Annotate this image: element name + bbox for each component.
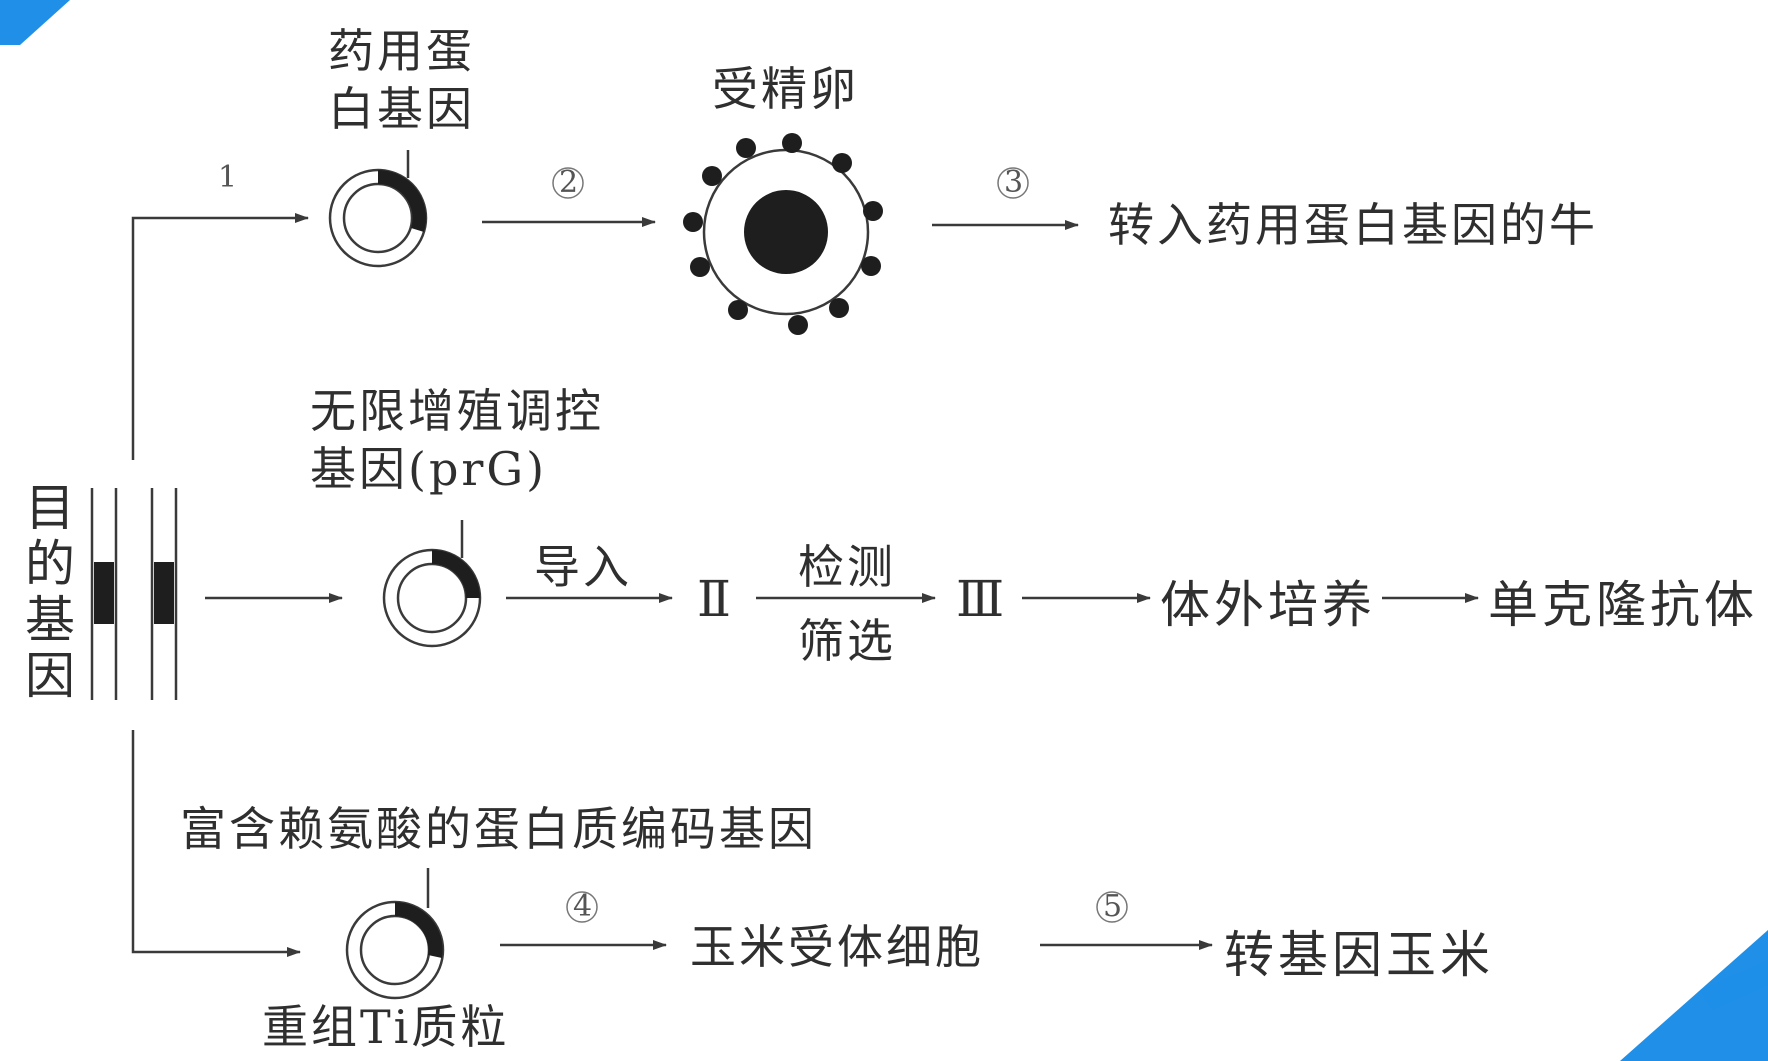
plasmid-recombinant-ti bbox=[345, 868, 445, 1000]
label-recombinant-ti-plasmid: 重组Ti质粒 bbox=[262, 1000, 510, 1054]
step-3-circle bbox=[997, 167, 1029, 199]
step-2-label: 2 bbox=[559, 165, 579, 200]
watermark-mark-top-left bbox=[0, 0, 70, 45]
step-3-label: 3 bbox=[1004, 165, 1024, 200]
target-gene-segment-left bbox=[94, 562, 114, 624]
branch-line-bottom bbox=[131, 730, 301, 957]
label-roman-3: Ⅲ bbox=[956, 570, 1009, 628]
step-4-circle bbox=[566, 891, 598, 923]
plasmid-prg bbox=[382, 520, 482, 648]
label-screen: 筛选 bbox=[798, 614, 896, 668]
step-4-label: 4 bbox=[573, 889, 593, 924]
step-5-label: 5 bbox=[1103, 889, 1123, 924]
target-gene-dna bbox=[90, 488, 178, 700]
label-roman-2: Ⅱ bbox=[697, 570, 735, 628]
label-corn-recipient-cell: 玉米受体细胞 bbox=[690, 920, 984, 974]
label-introduce: 导入 bbox=[534, 540, 632, 594]
target-gene-segment-right bbox=[154, 562, 174, 624]
label-fertilized-egg: 受精卵 bbox=[712, 62, 859, 116]
label-drug-protein-gene: 药用蛋 白基因 bbox=[328, 24, 475, 136]
watermark-mark-bottom-right bbox=[1620, 930, 1768, 1061]
label-monoclonal-antibody: 单克隆抗体 bbox=[1488, 576, 1758, 634]
label-in-vitro-culture: 体外培养 bbox=[1160, 576, 1376, 634]
label-transgenic-cow: 转入药用蛋白基因的牛 bbox=[1108, 198, 1598, 252]
label-detect: 检测 bbox=[798, 540, 896, 594]
fertilized-egg-cell bbox=[683, 133, 883, 335]
branch-line-top bbox=[131, 213, 309, 460]
plasmid-drug-protein bbox=[328, 150, 428, 268]
label-target-gene: 目的基因 bbox=[25, 479, 75, 705]
step-5-circle bbox=[1096, 891, 1128, 923]
label-prg-gene: 无限增殖调控 基因(prG) bbox=[310, 384, 604, 496]
label-transgenic-corn: 转基因玉米 bbox=[1224, 926, 1494, 984]
watermark-mark-bottom-right-2 bbox=[1700, 960, 1768, 1010]
label-lysine-protein-gene: 富含赖氨酸的蛋白质编码基因 bbox=[180, 802, 817, 856]
step-2-circle bbox=[552, 167, 584, 199]
step-1-label: 1 bbox=[218, 160, 238, 195]
